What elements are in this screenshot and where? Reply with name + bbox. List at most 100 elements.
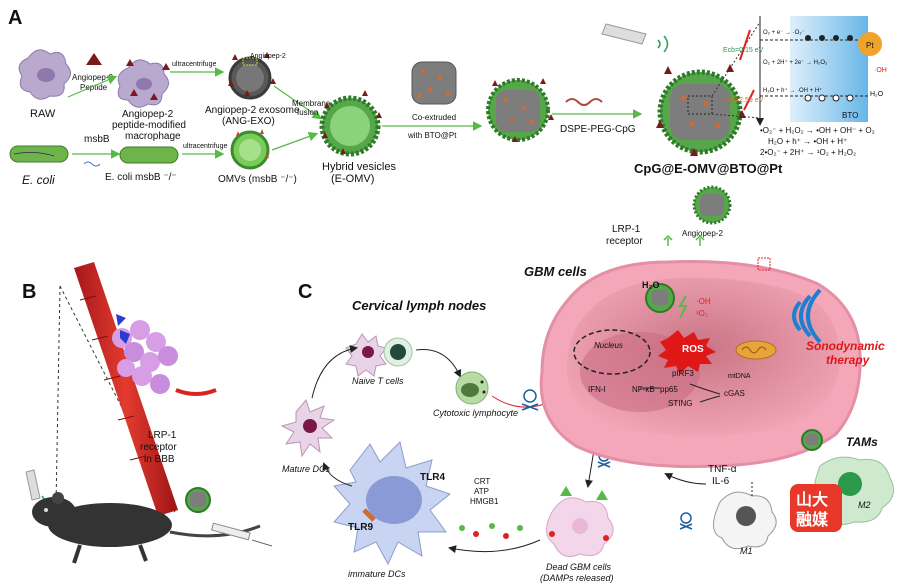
- modified-macrophage-icon: [117, 59, 170, 108]
- ultracentrifuge2-label: ultracentrifuge: [183, 143, 227, 150]
- arrow: [585, 449, 595, 488]
- lymphocyte-icon: [455, 371, 489, 405]
- dendritic-cell-icon: [333, 441, 452, 566]
- pirf3-label: pIRF3: [672, 369, 694, 378]
- hybrid-line1: Hybrid vesicles: [322, 161, 396, 173]
- immature-label: immature DCs: [348, 569, 406, 579]
- bto-label: BTO: [842, 111, 858, 120]
- dna-icon: [83, 161, 101, 167]
- gbm-h2o: H₂O: [642, 280, 660, 290]
- arrow: [448, 539, 541, 554]
- gbm-o2: ¹O₂: [696, 309, 708, 318]
- arrow: [271, 131, 319, 151]
- damp-hmgb1: HMGB1: [470, 497, 499, 506]
- dspe-label: DSPE-PEG-CpG: [560, 124, 636, 135]
- mtdna-label: mtDNA: [728, 373, 751, 380]
- membrane-fusion-line1: Membrane: [292, 99, 331, 108]
- sdt-line2: therapy: [826, 353, 871, 367]
- macrophage-line2: peptide-modified: [112, 120, 186, 131]
- pathway-lines: [640, 383, 721, 403]
- ultrasound-probe-icon: [601, 23, 669, 53]
- membrane-fusion-line2: fusion: [297, 108, 318, 117]
- vesicle-icon: [319, 90, 382, 157]
- ultracentrifuge-label: ultracentrifuge: [172, 61, 216, 68]
- m2-label: M2: [858, 500, 871, 510]
- cpg-dna-icon: [565, 98, 603, 106]
- peptide-icon: [86, 53, 102, 65]
- zoom-line: [55, 285, 61, 506]
- nanoparticle-icon: [411, 61, 457, 105]
- sting-label: STING: [668, 399, 692, 408]
- tams-label: TAMs: [846, 435, 878, 449]
- nfkb-label: NF-κB: [632, 385, 655, 394]
- arrow: [322, 462, 353, 487]
- ecoli-label: E. coli: [22, 173, 55, 187]
- hybrid-line2: (E-OMV): [331, 173, 374, 185]
- band-vb: H₂O + h⁺ → ·OH + H⁺: [763, 87, 822, 94]
- bacterium-icon: [9, 145, 69, 163]
- h2o-label: H₂O: [870, 91, 884, 98]
- blood-vessel-icon: [74, 262, 178, 516]
- ultrasound-waves-icon: [792, 288, 822, 344]
- nanoparticle-icon: [692, 185, 732, 225]
- macrophage-line3: macrophage: [125, 131, 181, 142]
- cytotoxic-label: Cytotoxic lymphocyte: [433, 408, 518, 418]
- omv-icon: [230, 129, 270, 170]
- product-label: CpG@E-OMV@BTO@Pt: [634, 161, 783, 176]
- angiopep-c-label: Angiopep-2: [682, 229, 723, 238]
- skull-icon: [679, 512, 693, 530]
- lrp1-b-line3: in BBB: [144, 454, 175, 465]
- lrp1-b-line2: receptor: [140, 442, 177, 453]
- sdt-line1: Sonodynamic: [806, 339, 885, 353]
- dashed-marker: [757, 257, 771, 271]
- nanoparticle-icon: [486, 78, 554, 142]
- ecb-label: Ecb=0.15 eV: [723, 47, 764, 54]
- lrp1-c-line1: LRP-1: [612, 224, 641, 235]
- logo-line2: 融媒: [796, 510, 829, 529]
- skull-icon: [521, 389, 539, 411]
- m1-label: M1: [740, 546, 753, 556]
- angiopep-peptide-line2: Peptide: [80, 83, 108, 92]
- macrophage-icon: [18, 49, 71, 100]
- arrow: [273, 85, 322, 120]
- nanoparticle-icon: [801, 429, 823, 451]
- damp-dots: [459, 523, 523, 539]
- angiopep-peptide-line1: Angiopep-2: [72, 73, 113, 82]
- band-mid: O₂ + 2H⁺ + 2e⁻ → H₂O₂: [763, 59, 828, 66]
- nanoparticle-icon: [656, 64, 746, 156]
- reaction-2: H₂O + h⁺ → •OH + H⁺: [768, 137, 847, 146]
- damp-crt: CRT: [474, 477, 490, 486]
- pp65-label: pp65: [660, 385, 678, 394]
- coextruded-line2: with BTO@Pt: [407, 131, 457, 140]
- ros-burst: [658, 330, 716, 374]
- angiopep-top-label: Angiopep-2: [250, 53, 286, 60]
- logo-line1: 山大: [796, 490, 828, 509]
- m1-macrophage-icon: [713, 491, 777, 550]
- reaction-3: 2•O₂⁻ + 2H⁺ → ¹O₂ + H₂O₂: [760, 148, 856, 157]
- ros-label: ROS: [682, 344, 704, 355]
- panel-label-a: A: [8, 7, 22, 29]
- lrp1-c-line2: receptor: [606, 236, 643, 247]
- evb-label: Evb=2.59 eV: [723, 97, 764, 104]
- dead-line1: Dead GBM cells: [546, 562, 612, 572]
- band-cb: O₂ + e⁻ → ·O₂⁻: [763, 30, 805, 36]
- nucleus-label: Nucleus: [594, 341, 623, 350]
- tnf-label: TNF-α: [708, 464, 737, 475]
- damp-atp: ATP: [474, 487, 489, 496]
- ifn-label: IFN-I: [588, 385, 606, 394]
- gbm-title: GBM cells: [524, 264, 587, 279]
- zoom-line: [711, 21, 761, 97]
- coextruded-line1: Co-extruded: [412, 113, 456, 122]
- syringe-icon: [210, 522, 273, 547]
- macrophage-line1: Angiopep-2: [122, 109, 174, 120]
- exosome-line1: Angiopep-2 exosome: [205, 105, 300, 116]
- zoom-line: [711, 113, 761, 119]
- dendritic-cell-icon: [280, 398, 336, 458]
- arrow: [664, 473, 707, 485]
- nanoparticle-icon: [185, 487, 211, 513]
- cgas-label: cGAS: [724, 389, 745, 398]
- panel-label-b: B: [22, 281, 36, 303]
- raw-label: RAW: [30, 108, 56, 120]
